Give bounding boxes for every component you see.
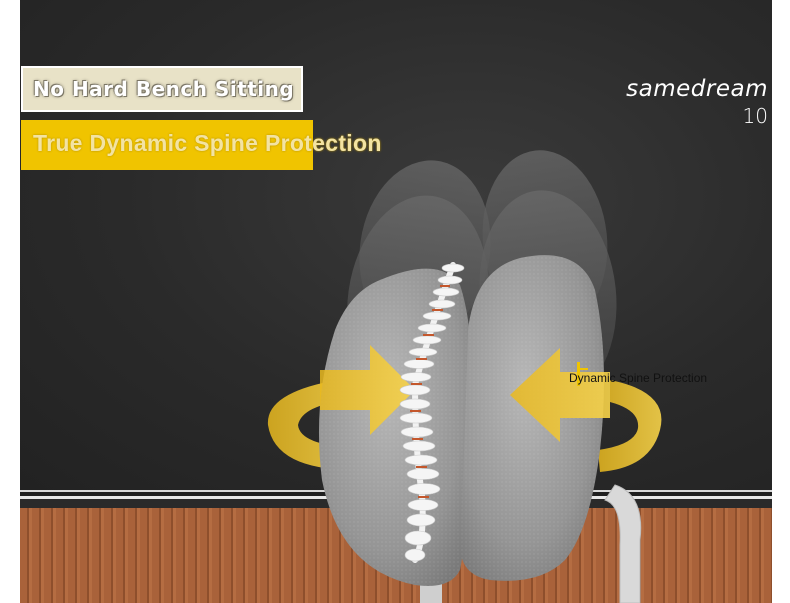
spine-callout-label: Dynamic Spine Protection [569, 371, 708, 385]
right-cushion [460, 255, 604, 581]
no-hard-bench-badge: No Hard Bench Sitting [21, 66, 303, 112]
callout-pointer [577, 362, 588, 386]
chair-illustration [267, 150, 662, 603]
brand-model: 10 [742, 104, 768, 128]
spine-illustration [399, 262, 465, 563]
brand-name: samedream [626, 76, 768, 102]
brand-logo: samedream 10 [626, 76, 768, 128]
no-hard-bench-text: No Hard Bench Sitting [33, 77, 295, 101]
spine-protection-banner [21, 120, 313, 170]
rotate-left-arrow-icon [510, 348, 610, 442]
rotate-right-arrow-icon [320, 345, 415, 435]
rotation-ring-right [598, 380, 662, 472]
spine-protection-text: True Dynamic Spine Protection [33, 130, 382, 156]
product-scene [20, 0, 772, 603]
